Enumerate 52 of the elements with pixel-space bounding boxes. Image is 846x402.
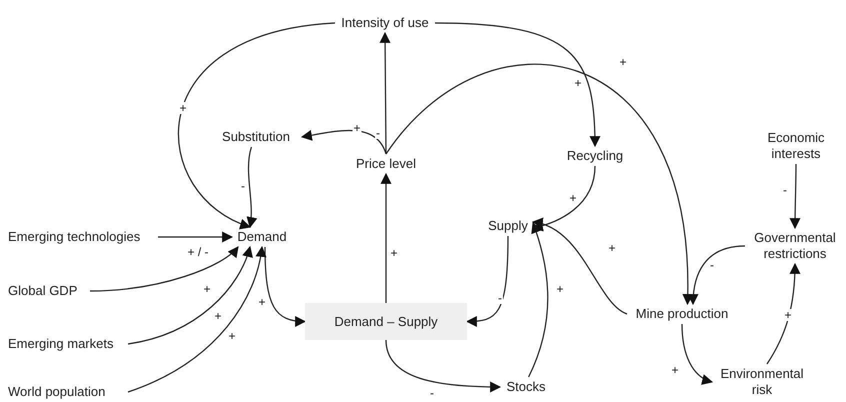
node-label: World population <box>8 382 128 402</box>
edge-label: + <box>568 192 578 204</box>
edge-label: + <box>214 310 222 322</box>
edge-label: + <box>784 309 792 321</box>
edge-label: + <box>258 296 266 308</box>
edge-label: + <box>202 283 212 295</box>
edge-label: + / - <box>186 246 210 258</box>
edge-label: + <box>670 364 680 376</box>
edge-label: + <box>390 247 398 259</box>
edge-label: + <box>352 122 362 134</box>
node-label: Stocks <box>500 377 552 397</box>
edge-label: + <box>228 330 236 342</box>
node-label: Recycling <box>560 146 630 166</box>
arrow <box>528 222 548 378</box>
node-label: Emerging markets <box>8 334 128 354</box>
arrow <box>90 246 239 292</box>
node-label: Global GDP <box>8 281 90 301</box>
arrow <box>178 22 336 228</box>
arrow <box>264 247 306 327</box>
arrow <box>128 246 266 393</box>
node-label: Supply <box>483 216 533 236</box>
arrow <box>128 246 252 345</box>
arrow <box>688 245 746 306</box>
arrow <box>386 64 693 306</box>
edge-label: + <box>574 77 582 89</box>
arrow <box>300 130 387 154</box>
node-label: Governmental restrictions <box>745 228 845 264</box>
node-label: Environmental risk <box>712 364 812 400</box>
arrow <box>466 236 509 327</box>
node-label: Demand <box>232 227 292 247</box>
node-label: Substitution <box>210 127 302 147</box>
process-box <box>305 303 467 340</box>
arrow <box>385 340 502 392</box>
edge-label: + <box>178 102 188 114</box>
node-label: Intensity of use <box>335 13 435 33</box>
arrow <box>246 146 257 228</box>
arrow <box>380 32 391 154</box>
arrow <box>532 218 628 315</box>
arrow <box>380 172 392 303</box>
arrow <box>766 262 800 364</box>
arrow <box>158 232 234 242</box>
node-label: Emerging technologies <box>8 227 158 247</box>
node-label: Mine production <box>627 304 737 324</box>
arrow <box>790 164 801 230</box>
arrow <box>681 324 714 384</box>
node-label: Price level <box>350 154 422 174</box>
box-label: Demand – Supply <box>334 314 438 329</box>
edge-label: + <box>556 283 564 295</box>
arrow <box>434 22 600 148</box>
node-label: Economic interests <box>755 128 837 164</box>
edge-label: + <box>618 56 628 68</box>
edge-label: + <box>608 242 616 254</box>
